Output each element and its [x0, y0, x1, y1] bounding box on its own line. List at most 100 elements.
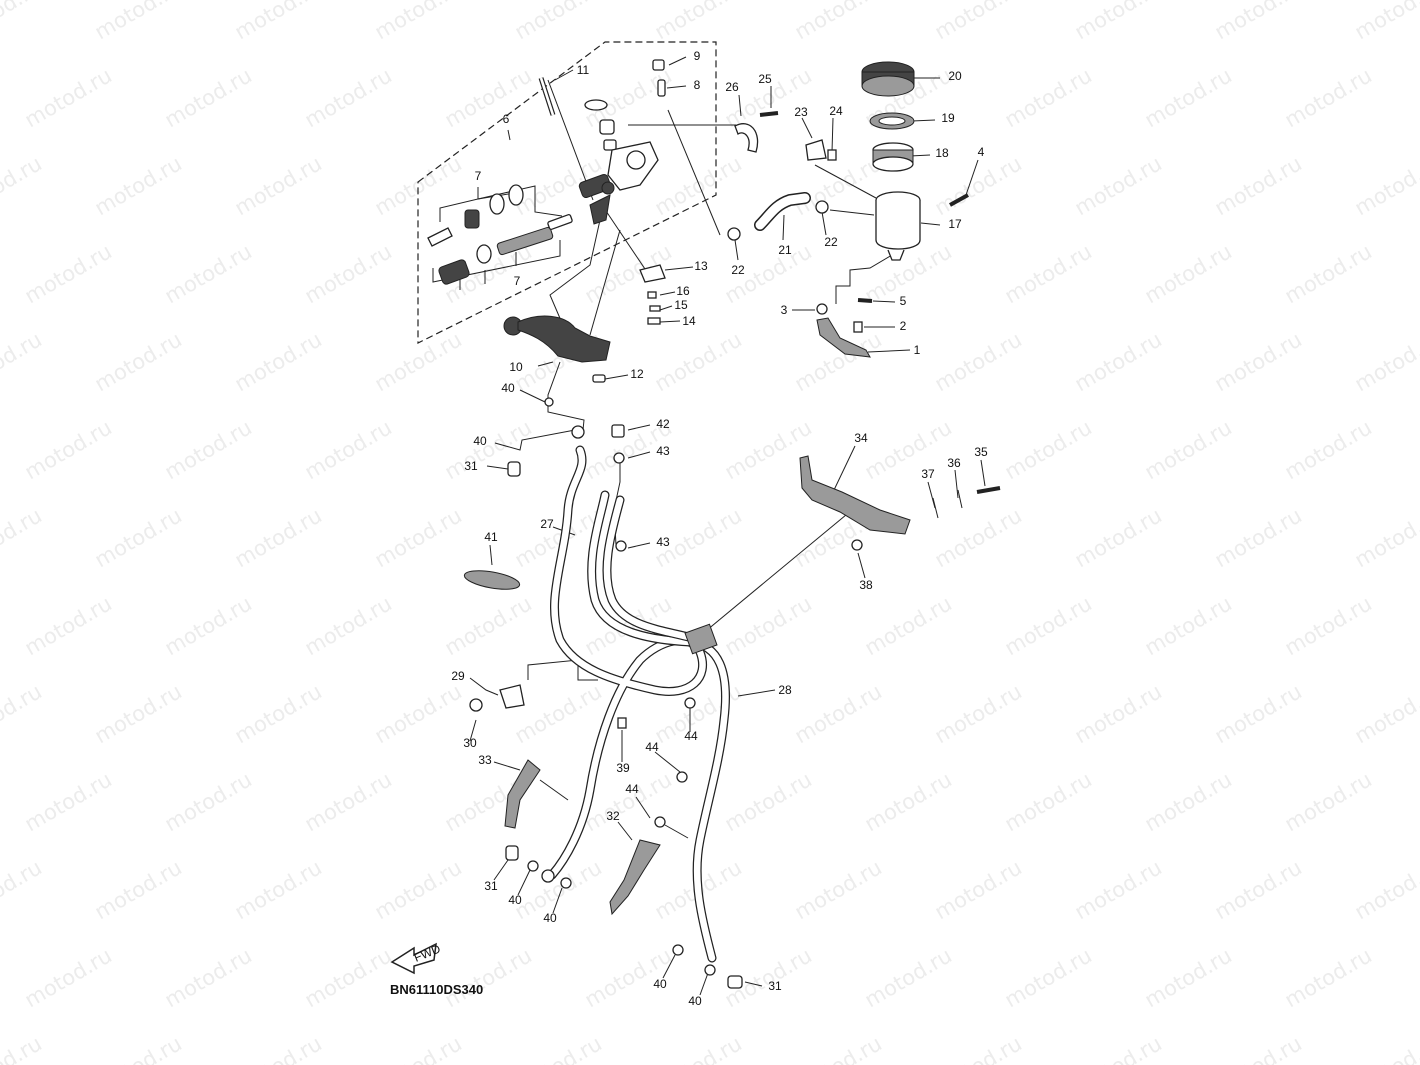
watermark-text: motod.ru: [91, 855, 186, 924]
diagram-code: BN61110DS340: [390, 982, 483, 997]
watermark-text: motod.ru: [301, 239, 396, 308]
watermark-text: motod.ru: [1141, 591, 1236, 660]
watermark-text: motod.ru: [1071, 855, 1166, 924]
callout-8: 8: [694, 78, 701, 92]
callout-16: 16: [676, 284, 690, 298]
watermark-text: motod.ru: [1281, 767, 1376, 836]
watermark-text: motod.ru: [301, 63, 396, 132]
callout-43: 43: [656, 444, 670, 458]
watermark-text: motod.ru: [0, 855, 46, 924]
watermark-text: motod.ru: [1351, 0, 1420, 44]
callout-28: 28: [778, 683, 792, 697]
watermark-text: motod.ru: [0, 151, 46, 220]
watermark-text: motod.ru: [161, 239, 256, 308]
callout-44: 44: [684, 729, 698, 743]
watermark-text: motod.ru: [1351, 679, 1420, 748]
watermark-text: motod.ru: [371, 1031, 466, 1065]
callout-42: 42: [656, 417, 670, 431]
watermark-text: motod.ru: [1281, 591, 1376, 660]
watermark-text: motod.ru: [1351, 855, 1420, 924]
watermark-text: motod.ru: [791, 1031, 886, 1065]
callout-44: 44: [625, 782, 639, 796]
callout-18: 18: [935, 146, 949, 160]
watermark-text: motod.ru: [161, 415, 256, 484]
watermark-text: motod.ru: [1211, 503, 1306, 572]
callout-21: 21: [778, 243, 792, 257]
watermark-text: motod.ru: [0, 0, 46, 44]
watermark-text: motod.ru: [21, 239, 116, 308]
callout-41: 41: [484, 530, 498, 544]
callout-11: 11: [577, 63, 590, 77]
watermark-text: motod.ru: [861, 415, 956, 484]
watermark-text: motod.ru: [861, 767, 956, 836]
watermark-text: motod.ru: [1071, 327, 1166, 396]
watermark-text: motod.ru: [1281, 415, 1376, 484]
watermark-text: motod.ru: [931, 679, 1026, 748]
watermark-text: motod.ru: [1281, 943, 1376, 1012]
watermark-text: motod.ru: [511, 1031, 606, 1065]
callout-12: 12: [630, 367, 644, 381]
watermark-text: motod.ru: [21, 591, 116, 660]
callout-37: 37: [921, 467, 935, 481]
watermark-text: motod.ru: [231, 151, 326, 220]
watermark-text: motod.ru: [441, 943, 536, 1012]
watermark-text: motod.ru: [371, 503, 466, 572]
watermark-text: motod.ru: [231, 679, 326, 748]
watermark-text: motod.ru: [861, 943, 956, 1012]
watermark-text: motod.ru: [371, 855, 466, 924]
watermark-text: motod.ru: [1071, 679, 1166, 748]
watermark-text: motod.ru: [651, 151, 746, 220]
watermark-text: motod.ru: [931, 151, 1026, 220]
watermark-text: motod.ru: [1141, 239, 1236, 308]
callout-40: 40: [543, 911, 557, 925]
watermark-text: motod.ru: [1351, 327, 1420, 396]
callout-40: 40: [501, 381, 515, 395]
parts: [427, 59, 1001, 989]
callout-35: 35: [974, 445, 988, 459]
watermark-text: motod.ru: [1351, 503, 1420, 572]
callout-7: 7: [475, 169, 482, 183]
watermark-text: motod.ru: [21, 767, 116, 836]
watermark-text: motod.ru: [1001, 63, 1096, 132]
watermark-text: motod.ru: [511, 679, 606, 748]
watermark-text: motod.ru: [301, 591, 396, 660]
watermark-text: motod.ru: [1071, 1031, 1166, 1065]
watermark-text: motod.ru: [161, 943, 256, 1012]
callout-33: 33: [478, 753, 492, 767]
callout-22: 22: [731, 263, 745, 277]
leader-lines: [469, 56, 986, 996]
watermark-text: motod.ru: [1001, 415, 1096, 484]
callout-40: 40: [508, 893, 522, 907]
watermark-text: motod.ru: [1141, 415, 1236, 484]
watermark-text: motod.ru: [91, 0, 186, 44]
callout-10: 10: [509, 360, 523, 374]
watermark-text: motod.ru: [1141, 767, 1236, 836]
watermark-text: motod.ru: [441, 591, 536, 660]
watermark-text: motod.ru: [371, 679, 466, 748]
watermark-text: motod.ru: [1071, 503, 1166, 572]
watermark-text: motod.ru: [0, 1031, 46, 1065]
watermark-text: motod.ru: [371, 327, 466, 396]
watermark-text: motod.ru: [931, 855, 1026, 924]
callout-30: 30: [463, 736, 477, 750]
forward-arrow: FWD: [390, 941, 443, 975]
watermark-text: motod.ru: [1211, 1031, 1306, 1065]
watermark-text: motod.ru: [21, 415, 116, 484]
watermark-text: motod.ru: [1281, 239, 1376, 308]
watermark-text: motod.ru: [161, 767, 256, 836]
watermark-text: motod.ru: [1211, 151, 1306, 220]
watermark-text: motod.ru: [231, 1031, 326, 1065]
watermark-text: motod.ru: [21, 63, 116, 132]
watermark-text: motod.ru: [1001, 239, 1096, 308]
callout-17: 17: [948, 217, 962, 231]
watermark-text: motod.ru: [791, 679, 886, 748]
watermark-text: motod.ru: [161, 591, 256, 660]
callout-23: 23: [794, 105, 808, 119]
watermark-text: motod.ru: [301, 415, 396, 484]
watermark-text: motod.ru: [1211, 0, 1306, 44]
watermark-text: motod.ru: [91, 151, 186, 220]
watermark-text: motod.ru: [21, 943, 116, 1012]
watermark-text: motod.ru: [301, 943, 396, 1012]
